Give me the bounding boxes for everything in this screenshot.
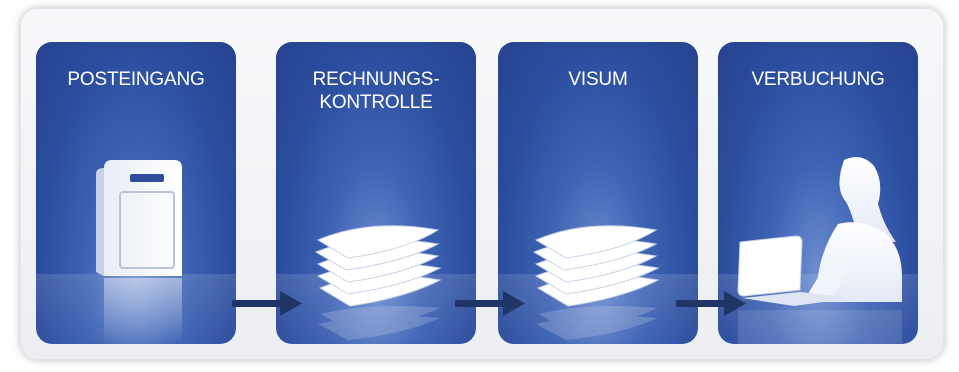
paper-stack-icon <box>314 225 442 340</box>
step-title: VISUM <box>568 69 628 90</box>
step-panel-visum: VISUM <box>498 42 698 344</box>
mailbox-icon <box>96 160 182 344</box>
step-panel-verbuchung: VERBUCHUNG <box>718 42 918 344</box>
step-title: RECHNUNGS- KONTROLLE <box>312 69 440 113</box>
arrow-right-icon <box>455 291 525 316</box>
arrow-right-icon <box>232 291 302 316</box>
step-panel-posteingang: POSTEINGANG <box>36 42 236 344</box>
arrow-right-icon <box>676 291 746 316</box>
step-title: VERBUCHUNG <box>751 69 885 90</box>
step-title: POSTEINGANG <box>67 69 205 90</box>
step-panel-rechnungskontrolle: RECHNUNGS- KONTROLLE <box>276 42 476 344</box>
woman-at-laptop-icon <box>737 157 902 344</box>
paper-stack-icon <box>532 225 660 340</box>
